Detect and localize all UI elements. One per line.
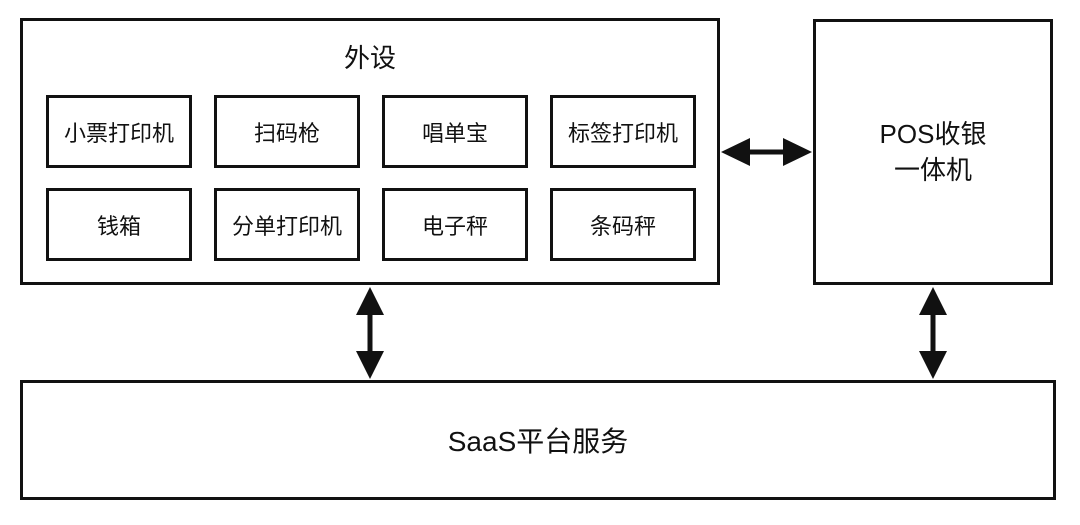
pos-terminal-label-line1: POS收银: [879, 119, 987, 149]
pos-terminal-label-line2: 一体机: [893, 155, 972, 185]
pos-terminal-box: POS收银 一体机: [813, 19, 1053, 285]
peripheral-item-receipt-printer: 小票打印机: [46, 95, 192, 168]
arrow-peripherals-saas: [356, 287, 384, 379]
peripherals-title: 外设: [343, 43, 396, 73]
peripheral-item-cash-drawer: 钱箱: [46, 188, 192, 261]
peripheral-item-electronic-scale: 电子秤: [382, 188, 528, 261]
peripheral-item-order-caller: 唱单宝: [382, 95, 528, 168]
peripheral-item-label-printer: 标签打印机: [550, 95, 696, 168]
peripheral-item-split-order-printer: 分单打印机: [214, 188, 360, 261]
peripheral-item-barcode-scale: 条码秤: [550, 188, 696, 261]
peripheral-item-barcode-scanner: 扫码枪: [214, 95, 360, 168]
saas-platform-box: SaaS平台服务: [20, 380, 1056, 500]
peripherals-box: 外设 小票打印机 扫码枪 唱单宝 标签打印机 钱箱 分单打印机 电子秤 条码秤: [20, 18, 720, 285]
saas-platform-label: SaaS平台服务: [447, 426, 629, 457]
peripherals-grid: 小票打印机 扫码枪 唱单宝 标签打印机 钱箱 分单打印机 电子秤 条码秤: [46, 95, 717, 261]
arrow-pos-saas: [919, 287, 947, 379]
arrow-peripherals-pos: [721, 138, 812, 166]
pos-terminal-label: POS收银 一体机: [880, 116, 987, 188]
